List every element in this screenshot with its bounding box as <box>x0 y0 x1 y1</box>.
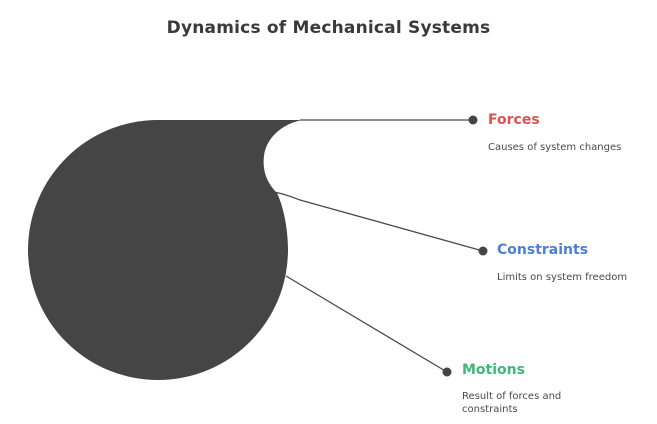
node-description-constraints: Limits on system freedom <box>497 272 628 283</box>
node-label-forces: Forces <box>488 112 540 128</box>
diagram-title: Dynamics of Mechanical Systems <box>166 18 491 38</box>
connector-dot-constraints <box>478 246 488 256</box>
node-description-forces: Causes of system changes <box>488 142 622 153</box>
connector-dot-motions <box>442 367 452 377</box>
connector-dot-forces <box>468 115 478 125</box>
node-label-motions: Motions <box>462 362 525 378</box>
node-label-constraints: Constraints <box>497 242 589 258</box>
central-blob-shape <box>28 120 302 380</box>
connector-line-constraints <box>273 191 484 252</box>
node-description-motions: Result of forces and constraints <box>462 391 562 415</box>
connector-line-motions <box>285 275 448 373</box>
